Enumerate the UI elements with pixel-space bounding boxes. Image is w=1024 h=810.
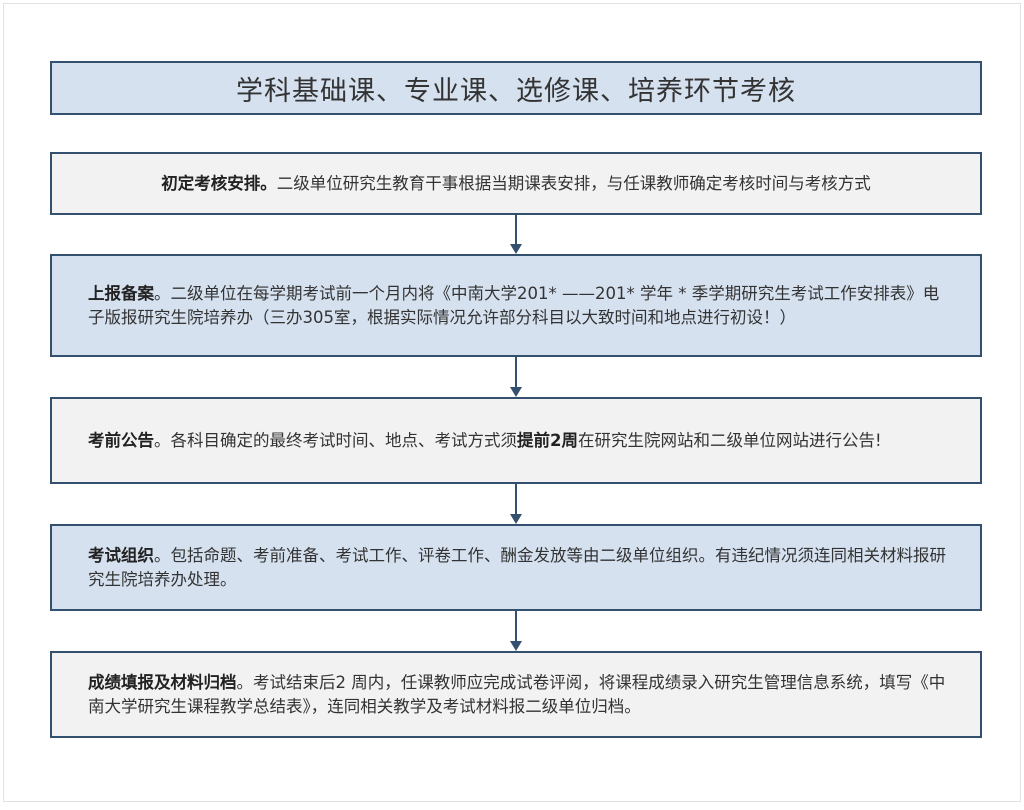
step-text: 考前公告。各科目确定的最终考试时间、地点、考试方式须提前2周在研究生院网站和二级… (52, 429, 916, 453)
step-text: 初定考核安排。二级单位研究生教育干事根据当期课表安排，与任课教师确定考核时间与考… (52, 172, 980, 196)
step-description: 。考试结束后2 周内，任课教师应完成试卷评阅，将课程成绩录入研究生管理信息系统，… (88, 672, 946, 716)
step-description: 。各科目确定的最终考试时间、地点、考试方式须 (154, 430, 517, 450)
step-text: 成绩填报及材料归档。考试结束后2 周内，任课教师应完成试卷评阅，将课程成绩录入研… (52, 671, 980, 719)
flow-arrow (510, 215, 522, 254)
step-text: 上报备案。二级单位在每学期考试前一个月内将《中南大学201* ——201* 学年… (52, 282, 980, 330)
flowchart-title: 学科基础课、专业课、选修课、培养环节考核 (50, 61, 982, 115)
step-description: 。二级单位在每学期考试前一个月内将《中南大学201* ——201* 学年 * 季… (88, 283, 940, 327)
step-heading: 成绩填报及材料归档 (88, 672, 237, 692)
flowchart-page: 学科基础课、专业课、选修课、培养环节考核 初定考核安排。二级单位研究生教育干事根… (3, 3, 1021, 802)
step-emphasis: 提前2周 (517, 430, 578, 450)
step-heading: 考前公告 (88, 430, 154, 450)
step-description: 。包括命题、考前准备、考试工作、评卷工作、酬金发放等由二级单位组织。有违纪情况须… (88, 545, 946, 589)
step-heading: 考试组织 (88, 545, 154, 565)
step-exam-organization: 考试组织。包括命题、考前准备、考试工作、评卷工作、酬金发放等由二级单位组织。有违… (50, 524, 982, 611)
flow-arrow (510, 611, 522, 651)
step-description-cont: 在研究生院网站和二级单位网站进行公告! (577, 430, 882, 450)
step-grade-archiving: 成绩填报及材料归档。考试结束后2 周内，任课教师应完成试卷评阅，将课程成绩录入研… (50, 651, 982, 738)
flow-arrow (510, 484, 522, 524)
step-text: 考试组织。包括命题、考前准备、考试工作、评卷工作、酬金发放等由二级单位组织。有违… (52, 544, 980, 592)
step-report-filing: 上报备案。二级单位在每学期考试前一个月内将《中南大学201* ——201* 学年… (50, 254, 982, 357)
flow-arrow (510, 357, 522, 397)
step-initial-arrangement: 初定考核安排。二级单位研究生教育干事根据当期课表安排，与任课教师确定考核时间与考… (50, 152, 982, 215)
step-pre-exam-notice: 考前公告。各科目确定的最终考试时间、地点、考试方式须提前2周在研究生院网站和二级… (50, 397, 982, 484)
step-description: 二级单位研究生教育干事根据当期课表安排，与任课教师确定考核时间与考核方式 (276, 173, 871, 193)
step-heading: 上报备案 (88, 283, 154, 303)
flowchart-title-text: 学科基础课、专业课、选修课、培养环节考核 (236, 75, 796, 107)
step-heading: 初定考核安排。 (161, 173, 277, 193)
